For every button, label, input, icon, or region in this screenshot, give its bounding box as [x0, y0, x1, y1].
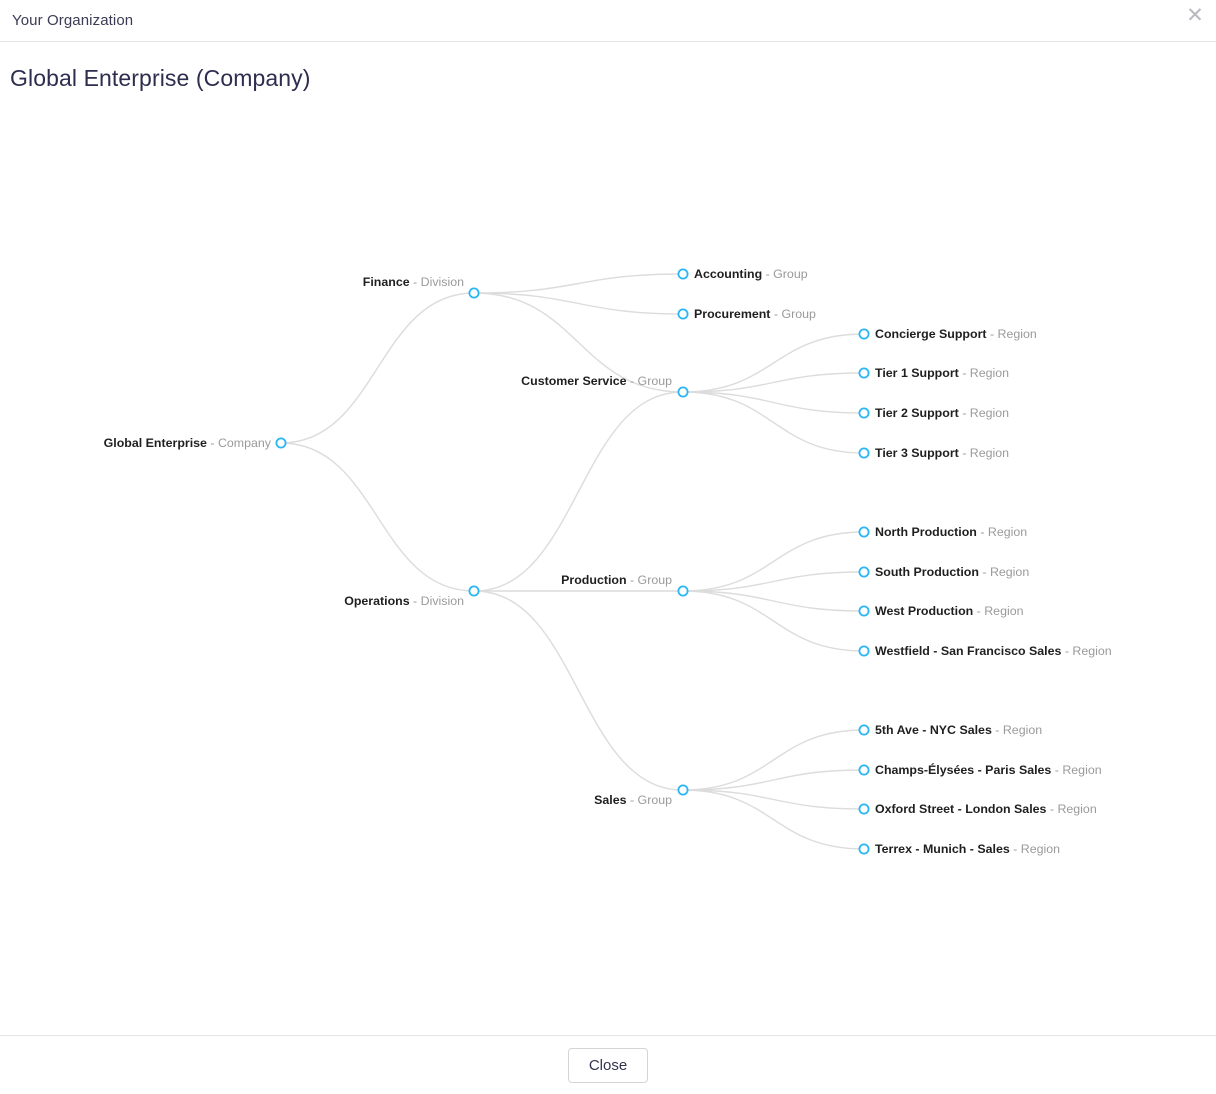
tree-node-circle[interactable]: [858, 407, 870, 419]
tree-node-circle[interactable]: [858, 605, 870, 617]
tree-node-circle[interactable]: [275, 437, 287, 449]
close-icon[interactable]: ✕: [1186, 3, 1204, 27]
tree-node-label: Tier 1 Support - Region: [875, 366, 1009, 380]
tree-link: [682, 571, 865, 592]
tree-node-circle[interactable]: [858, 447, 870, 459]
tree-link: [280, 292, 475, 444]
tree-node-circle[interactable]: [468, 287, 480, 299]
org-chart-svg: Global Enterprise - Company Finance - Div…: [104, 267, 1112, 856]
tree-link: [682, 729, 865, 791]
tree-node-label: Operations - Division: [344, 594, 464, 608]
tree-node-label: Finance - Division: [363, 275, 464, 289]
tree-node-nyc-sales[interactable]: 5th Ave - NYC Sales - Region: [858, 723, 1042, 737]
tree-node-tier1[interactable]: Tier 1 Support - Region: [858, 366, 1009, 380]
tree-link: [682, 333, 865, 393]
tree-node-circle[interactable]: [468, 585, 480, 597]
tree-node-tier3[interactable]: Tier 3 Support - Region: [858, 446, 1009, 460]
tree-node-label: Procurement - Group: [694, 307, 816, 321]
tree-node-label: Production - Group: [561, 573, 672, 587]
tree-node-paris-sales[interactable]: Champs-Élysées - Paris Sales - Region: [858, 762, 1102, 777]
tree-node-circle[interactable]: [677, 386, 689, 398]
tree-node-procurement[interactable]: Procurement - Group: [677, 307, 816, 321]
close-button[interactable]: Close: [567, 1047, 649, 1083]
tree-link: [682, 590, 865, 652]
tree-node-label: Tier 3 Support - Region: [875, 446, 1009, 460]
tree-node-label: Sales - Group: [594, 793, 672, 807]
tree-links-layer: [280, 273, 865, 850]
tree-node-concierge[interactable]: Concierge Support - Region: [858, 327, 1037, 341]
tree-node-label: Oxford Street - London Sales - Region: [875, 802, 1097, 816]
tree-node-label: Westfield - San Francisco Sales - Region: [875, 644, 1112, 658]
tree-node-label: Global Enterprise - Company: [104, 436, 272, 450]
tree-node-london-sales[interactable]: Oxford Street - London Sales - Region: [858, 802, 1097, 816]
tree-node-circle[interactable]: [677, 308, 689, 320]
tree-node-circle[interactable]: [677, 585, 689, 597]
tree-link: [473, 391, 684, 592]
tree-node-circle[interactable]: [858, 367, 870, 379]
tree-node-operations[interactable]: Operations - Division: [344, 585, 480, 608]
tree-node-customer-service[interactable]: Customer Service - Group: [521, 374, 689, 398]
tree-node-circle[interactable]: [858, 645, 870, 657]
tree-link: [682, 391, 865, 454]
tree-node-north-prod[interactable]: North Production - Region: [858, 525, 1027, 539]
page-title: Global Enterprise (Company): [10, 65, 311, 91]
tree-link: [682, 590, 865, 612]
tree-node-label: West Production - Region: [875, 604, 1024, 618]
tree-link: [473, 292, 684, 315]
tree-node-production[interactable]: Production - Group: [561, 573, 689, 597]
modal-footer: Close: [0, 1035, 1216, 1094]
tree-node-west-prod[interactable]: West Production - Region: [858, 604, 1024, 618]
tree-link: [682, 789, 865, 810]
tree-link: [682, 789, 865, 850]
tree-link: [473, 292, 684, 393]
tree-node-circle[interactable]: [858, 724, 870, 736]
tree-node-south-prod[interactable]: South Production - Region: [858, 565, 1029, 579]
tree-node-label: 5th Ave - NYC Sales - Region: [875, 723, 1042, 737]
tree-node-circle[interactable]: [677, 268, 689, 280]
tree-link: [682, 531, 865, 592]
tree-node-circle[interactable]: [858, 526, 870, 538]
modal-header-title: Your Organization: [12, 12, 134, 29]
tree-link: [682, 372, 865, 393]
tree-link: [473, 590, 684, 791]
modal-header: Your Organization ✕: [0, 0, 1216, 42]
tree-node-finance[interactable]: Finance - Division: [363, 275, 480, 299]
tree-node-circle[interactable]: [858, 328, 870, 340]
tree-node-circle[interactable]: [858, 764, 870, 776]
tree-node-label: South Production - Region: [875, 565, 1029, 579]
org-chart-tree: Global Enterprise - Company Finance - Div…: [0, 100, 1216, 1030]
tree-node-root[interactable]: Global Enterprise - Company: [104, 436, 287, 450]
tree-node-label: Terrex - Munich - Sales - Region: [875, 842, 1060, 856]
tree-node-label: Concierge Support - Region: [875, 327, 1037, 341]
tree-node-label: Customer Service - Group: [521, 374, 672, 388]
tree-link: [473, 273, 684, 294]
tree-link: [682, 391, 865, 414]
tree-node-circle[interactable]: [858, 843, 870, 855]
tree-node-circle[interactable]: [858, 803, 870, 815]
tree-link: [682, 769, 865, 791]
tree-node-circle[interactable]: [677, 784, 689, 796]
tree-node-westfield-sf[interactable]: Westfield - San Francisco Sales - Region: [858, 644, 1112, 658]
tree-node-label: North Production - Region: [875, 525, 1027, 539]
tree-nodes-layer: Global Enterprise - Company Finance - Div…: [104, 267, 1112, 856]
tree-node-accounting[interactable]: Accounting - Group: [677, 267, 808, 281]
tree-node-label: Tier 2 Support - Region: [875, 406, 1009, 420]
tree-node-sales[interactable]: Sales - Group: [594, 784, 689, 807]
tree-node-munich-sales[interactable]: Terrex - Munich - Sales - Region: [858, 842, 1060, 856]
tree-node-circle[interactable]: [858, 566, 870, 578]
tree-node-label: Accounting - Group: [694, 267, 808, 281]
tree-link: [280, 442, 475, 592]
tree-node-tier2[interactable]: Tier 2 Support - Region: [858, 406, 1009, 420]
tree-node-label: Champs-Élysées - Paris Sales - Region: [875, 762, 1102, 777]
